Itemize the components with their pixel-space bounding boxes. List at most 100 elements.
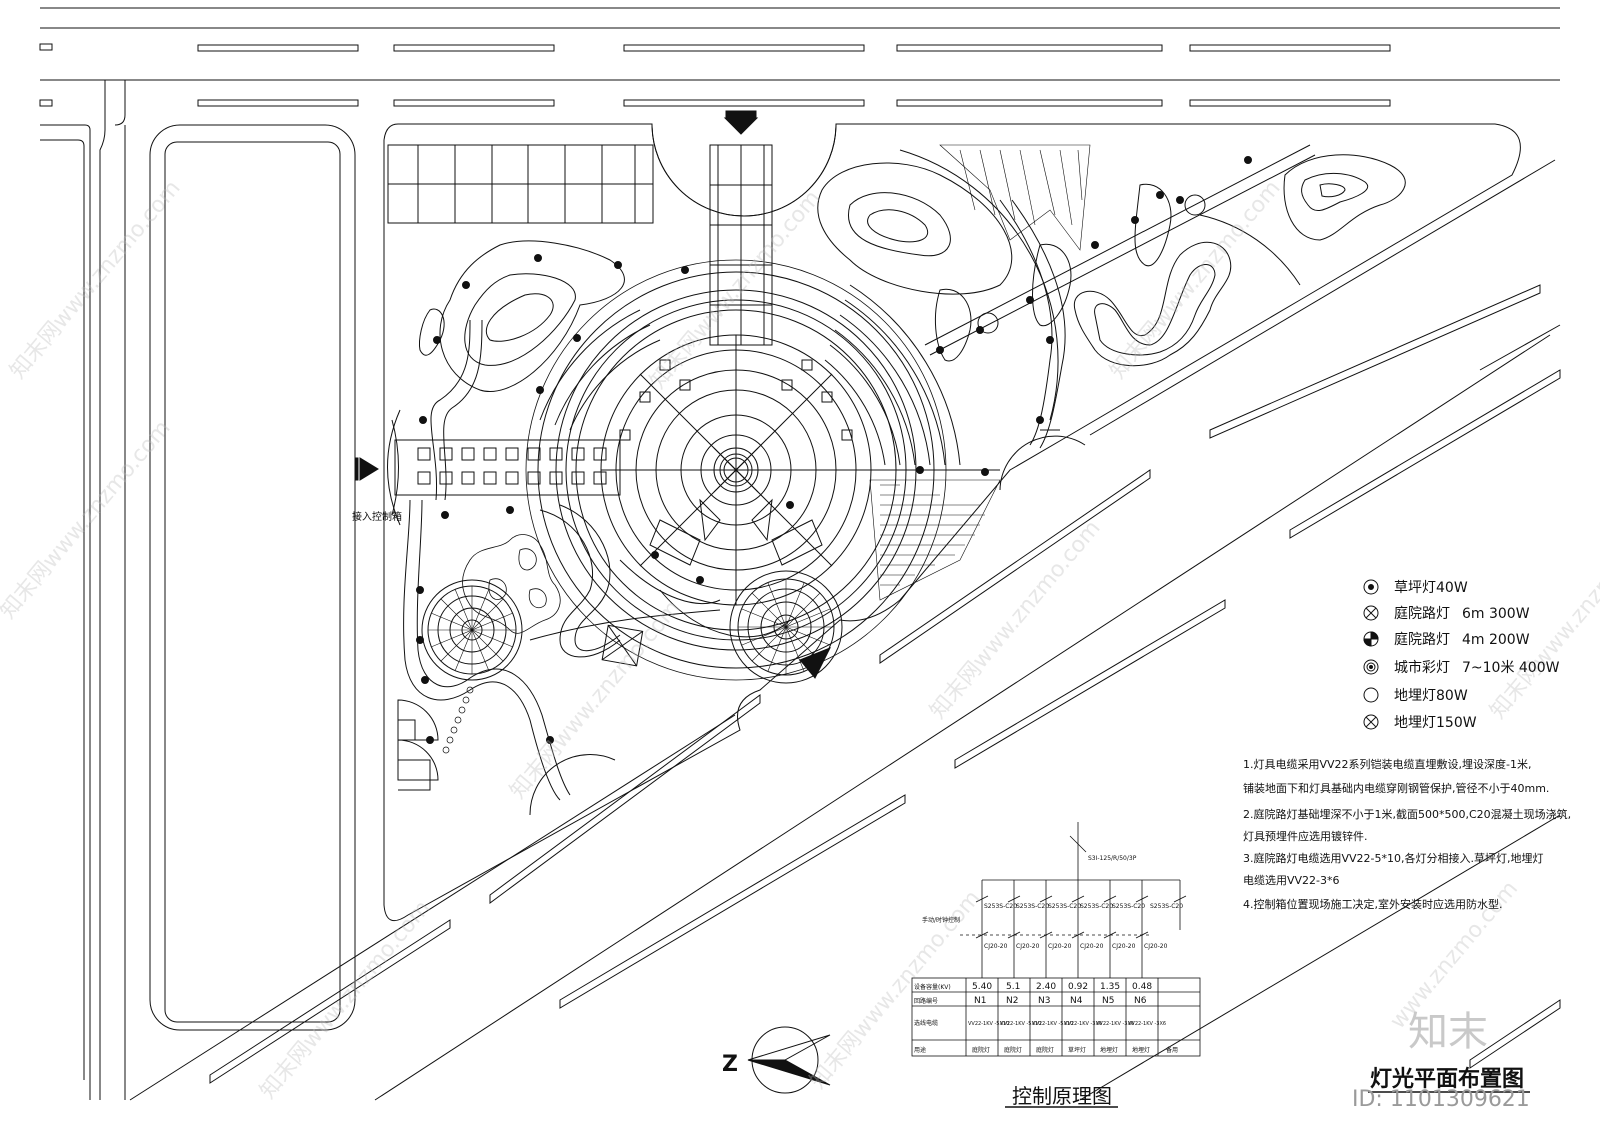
control-diagram-title: 控制原理图 — [1012, 1084, 1112, 1108]
legend-label: 地埋灯 — [1394, 715, 1436, 731]
brand-logo: 知末 — [1408, 1009, 1488, 1055]
entry-label: 接入控制箱 — [352, 510, 402, 523]
legend: 草坪灯 40W 庭院路灯 6m 300W 庭院路灯 4m 200W 城市彩灯 7… — [1394, 580, 1560, 731]
row-header: 设备容量(KV) — [914, 983, 951, 991]
circuit-cell: N2 — [1006, 996, 1018, 1006]
fountain-south — [729, 570, 843, 684]
main-breaker-label: S3I-125/R/50/3P — [1088, 855, 1137, 862]
breaker-label: S253S-C20 — [1016, 903, 1049, 910]
note-line: 灯具预埋件应选用镀锌件. — [1243, 829, 1368, 843]
use-cell: 备用 — [1166, 1046, 1178, 1054]
top-road — [39, 7, 1560, 107]
legend-spec: 80W — [1436, 688, 1468, 704]
breaker-label: S253S-C20 — [1150, 903, 1183, 910]
fountain-west — [421, 579, 523, 681]
rockery — [462, 534, 561, 634]
capacity-cell: 5.40 — [972, 982, 992, 992]
manual-control-label: 手动/时钟控制 — [922, 916, 960, 924]
control-diagram-labels: S3I-125/R/50/3P 手动/时钟控制 S253S-C20 S253S-… — [922, 855, 1183, 950]
inground-lamp-150-symbol — [1363, 714, 1379, 730]
legend-spec: 40W — [1436, 580, 1468, 596]
watermark: 知末网www.znzmo.com — [255, 896, 435, 1104]
parking-area — [387, 144, 654, 224]
garden-paths — [403, 199, 1066, 801]
left-road — [40, 80, 356, 1100]
legend-spec: 150W — [1436, 715, 1477, 731]
legend-spec: 6m 300W — [1462, 606, 1530, 622]
use-cell: 庭院灯 — [972, 1046, 990, 1054]
sw-shelters — [397, 699, 439, 791]
use-cell: 草坪灯 — [1068, 1046, 1086, 1054]
capacity-cell: 2.40 — [1036, 982, 1056, 992]
watermark: 知末网www.znzmo.com — [505, 596, 685, 804]
contactor-label: CJ20-20 — [1048, 943, 1072, 950]
courtyard-lamp-4m-symbol — [1363, 631, 1379, 647]
use-cell: 地埋灯 — [1100, 1046, 1118, 1054]
row-header: 回路编号 — [914, 997, 938, 1005]
cable-line — [924, 144, 1316, 356]
cable-cell: VV22-1KV -3X6 — [1096, 1021, 1134, 1027]
cable-cell: VV22-1KV -5X10 — [968, 1021, 1009, 1027]
pergola-square — [601, 624, 644, 667]
breaker-label: S253S-C20 — [1048, 903, 1081, 910]
north-label: Z — [722, 1052, 738, 1077]
use-cell: 地埋灯 — [1132, 1046, 1150, 1054]
breaker-label: S253S-C20 — [984, 903, 1017, 910]
landscape-mounds — [419, 154, 1406, 392]
circuit-cell: N1 — [974, 996, 986, 1006]
lawn-lamp-symbol — [1363, 579, 1379, 595]
legend-symbols — [1363, 579, 1379, 730]
cable-cell: VV22-1KV -5X10 — [1032, 1021, 1073, 1027]
site-boundary — [383, 123, 1521, 922]
fountain-central — [719, 453, 753, 487]
contactor-label: CJ20-20 — [1016, 943, 1040, 950]
capacity-cell: 1.35 — [1100, 982, 1120, 992]
cable-cell: VV22-1KV -3X6 — [1064, 1021, 1102, 1027]
row-header: 用途 — [914, 1046, 926, 1054]
note-line: 铺装地面下和灯具基础内电缆穿刚钢管保护,管径不小于40mm. — [1243, 781, 1549, 795]
watermark: 知末网www.znzmo.com — [5, 176, 185, 384]
se-corner-arcs — [529, 429, 1086, 816]
north-axis-path — [709, 144, 773, 346]
contactor-label: CJ20-20 — [984, 943, 1008, 950]
circuit-cell: N5 — [1102, 996, 1114, 1006]
city-color-lamp-symbol — [1363, 659, 1379, 675]
drawing-title: 灯光平面布置图 — [1370, 1066, 1524, 1092]
contactor-label: CJ20-20 — [1112, 943, 1136, 950]
amphitheatre-steps — [824, 284, 1000, 471]
contactor-label: CJ20-20 — [1144, 943, 1168, 950]
note-line: 4.控制箱位置现场施工决定,室外安装时应选用防水型. — [1243, 897, 1503, 911]
legend-spec: 4m 200W — [1462, 632, 1530, 648]
breaker-label: S253S-C20 — [1080, 903, 1113, 910]
capacity-cell: 0.92 — [1068, 982, 1088, 992]
ne-arc — [899, 149, 1301, 421]
notes: 1.灯具电缆采用VV22系列铠装电缆直埋敷设,埋设深度-1米, 铺装地面下和灯具… — [1243, 757, 1571, 911]
paving-hatch — [869, 144, 1091, 601]
north-arrow — [747, 1026, 831, 1094]
legend-label: 庭院路灯 — [1394, 605, 1450, 622]
diagonal-road — [129, 159, 1561, 1101]
legend-label: 城市彩灯 — [1394, 659, 1450, 676]
note-line: 3.庭院路灯电缆选用VV22-5*10,各灯分相接入.草坪灯,地埋灯 — [1243, 851, 1544, 865]
use-cell: 庭院灯 — [1004, 1046, 1022, 1054]
watermarks: 知末网www.znzmo.com 知末网www.znzmo.com 知末网www… — [0, 176, 1600, 1104]
drawing-id: ID: 1101309621 — [1352, 1087, 1530, 1112]
breaker-label: S253S-C20 — [1112, 903, 1145, 910]
note-line: 1.灯具电缆采用VV22系列铠装电缆直埋敷设,埋设深度-1米, — [1243, 757, 1532, 771]
courtyard-lamp-6m-symbol — [1363, 605, 1379, 621]
control-table: 设备容量(KV) 回路编号 选线电缆 用途 5.40 5.1 2.40 0.92… — [914, 982, 1178, 1054]
legend-label: 草坪灯 — [1394, 580, 1436, 596]
contactor-label: CJ20-20 — [1080, 943, 1104, 950]
stepping-stones — [442, 686, 474, 754]
entry-arrows — [354, 110, 832, 679]
note-line: 电缆选用VV22-3*6 — [1243, 874, 1340, 887]
plan-lamps — [416, 156, 1252, 744]
legend-label: 庭院路灯 — [1394, 631, 1450, 648]
control-diagram — [911, 822, 1201, 1057]
row-header: 选线电缆 — [914, 1019, 938, 1027]
watermark: 知末网www.znzmo.com — [925, 516, 1105, 724]
cable-cell: VV22-1KV -5X10 — [1000, 1021, 1041, 1027]
legend-label: 地埋灯 — [1394, 688, 1436, 704]
watermark: 知末网www.znzmo.com — [0, 416, 176, 624]
